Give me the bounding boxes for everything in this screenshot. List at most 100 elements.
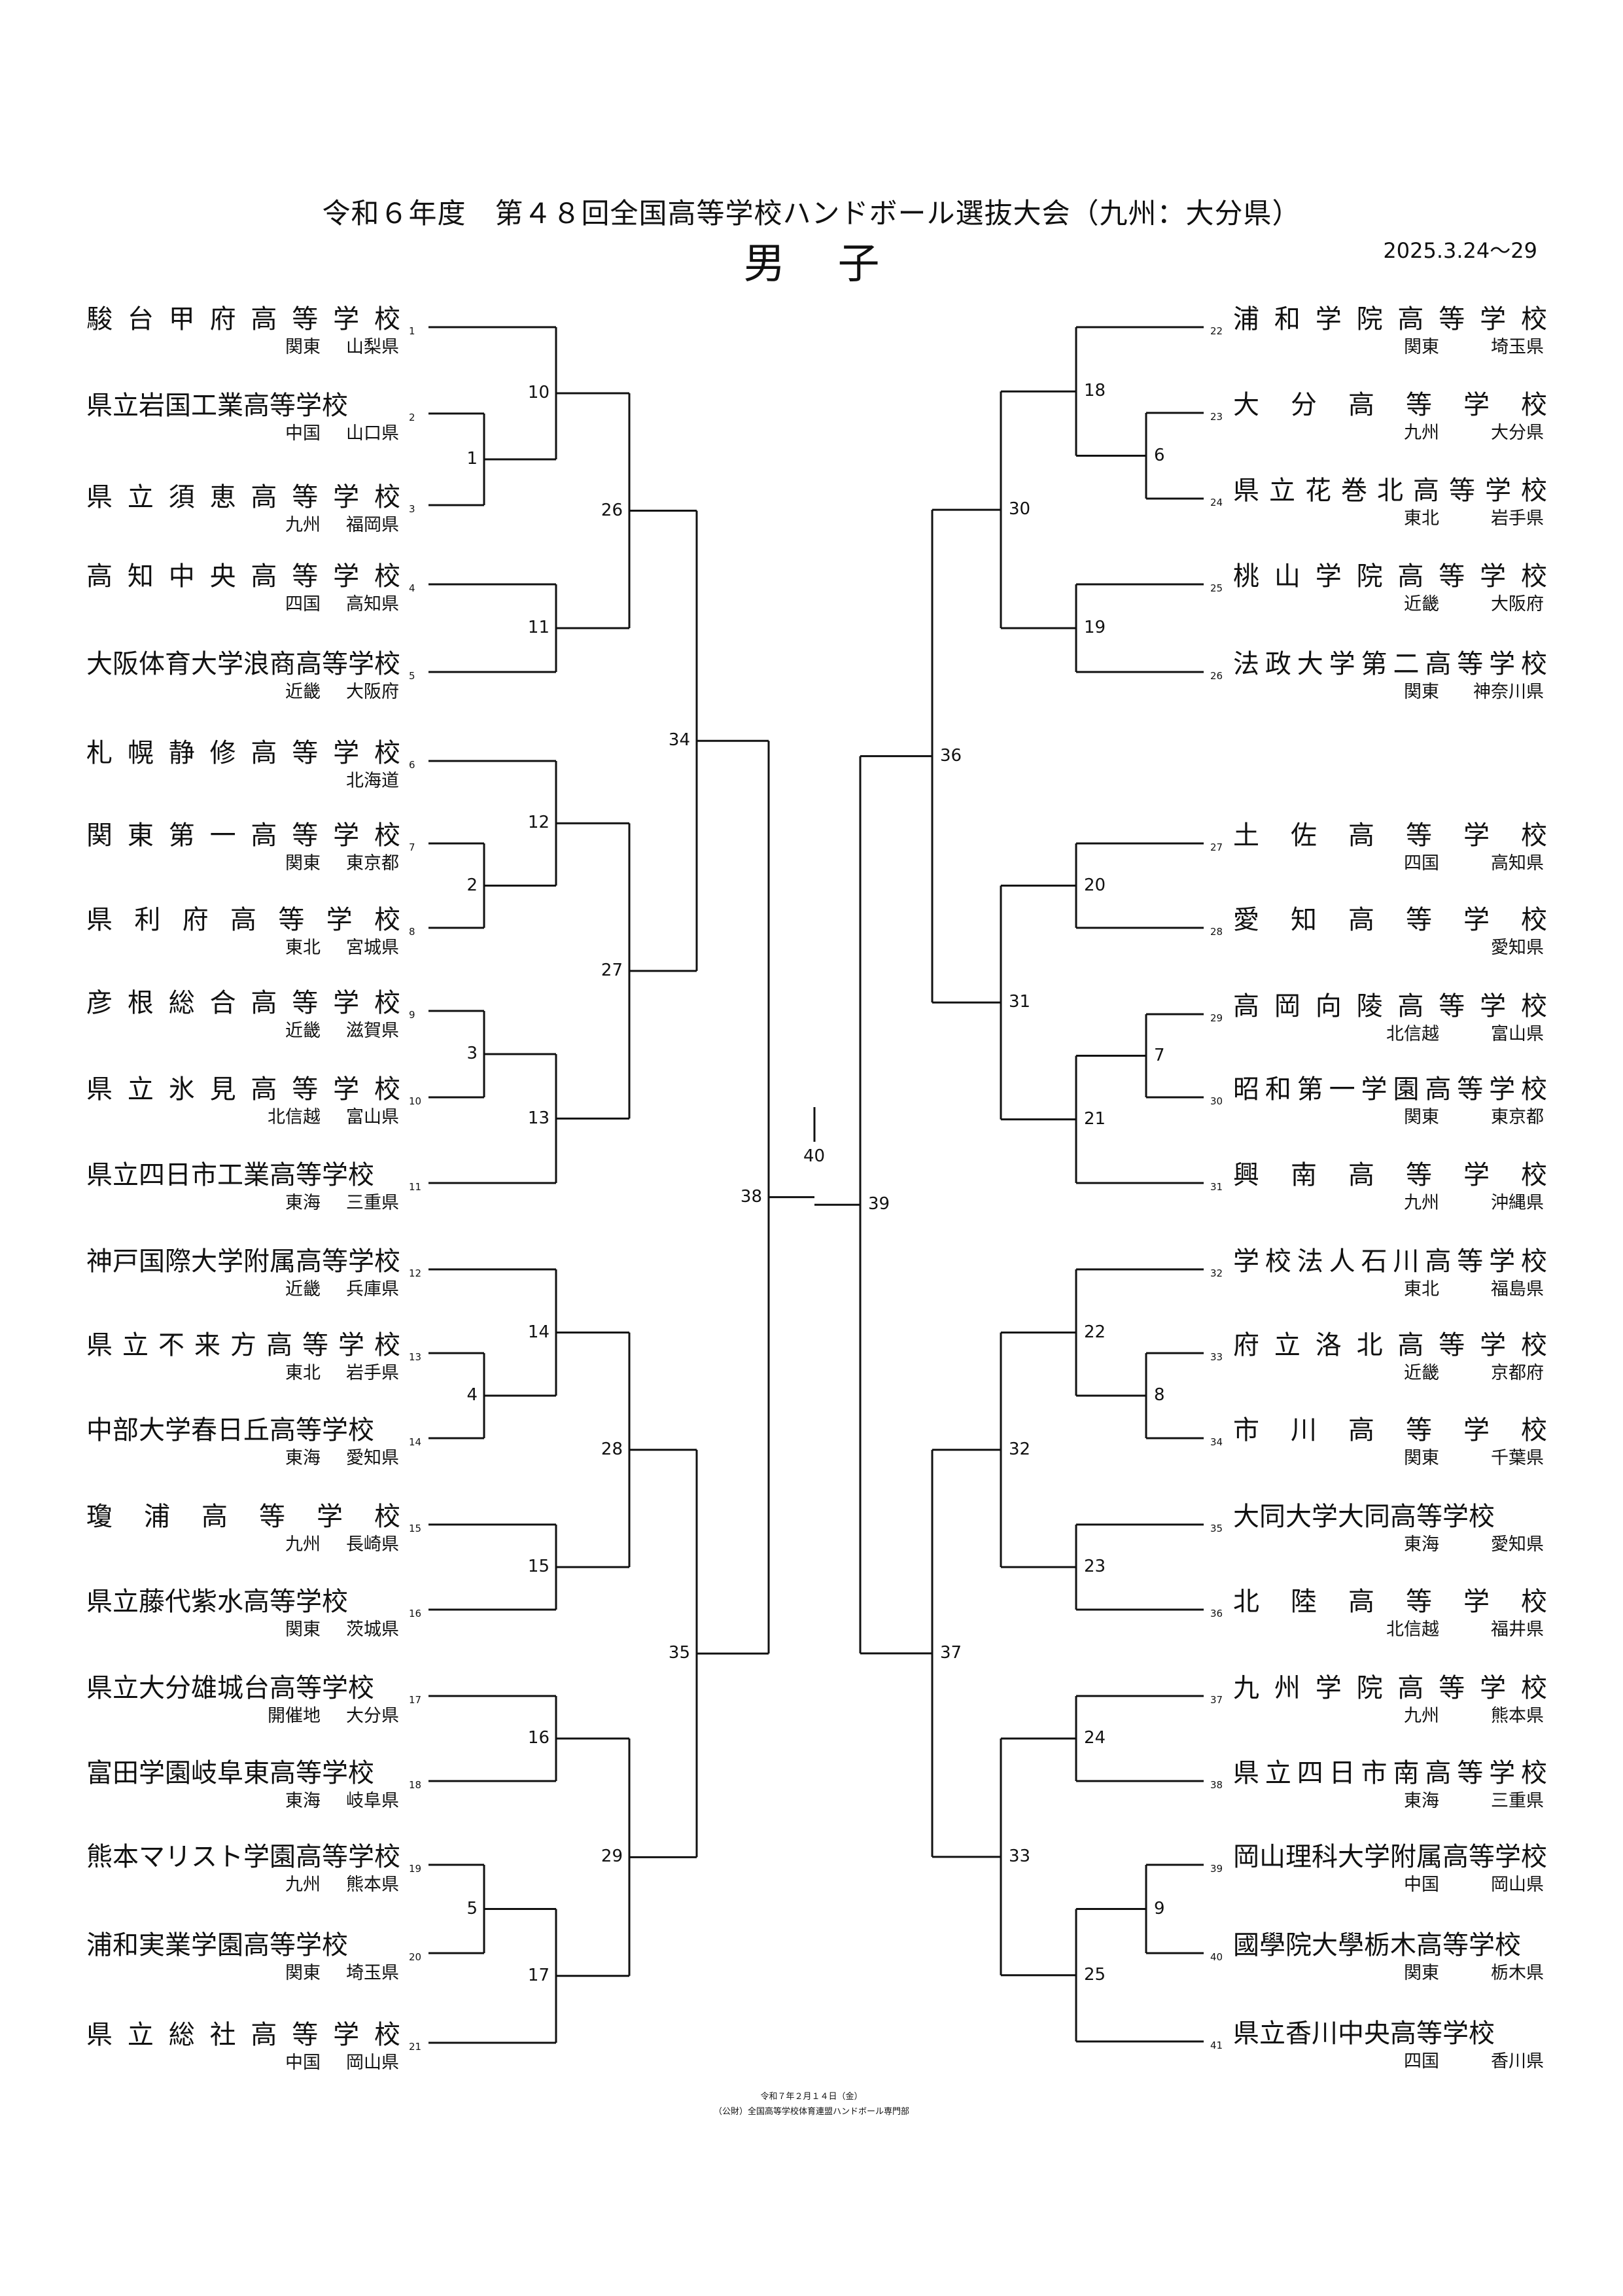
team-seed: 26 xyxy=(1210,670,1223,682)
match-number: 35 xyxy=(668,1643,690,1663)
team-pref: 高知県 xyxy=(1491,853,1544,874)
team-name: 県立香川中央高等学校 xyxy=(1233,2019,1495,2049)
team-pref: 三重県 xyxy=(1491,1791,1544,1811)
team-name: 國學院大學栃木高等学校 xyxy=(1233,1930,1521,1960)
team-pref: 長崎県 xyxy=(346,1534,399,1555)
match-number: 16 xyxy=(527,1728,550,1748)
team-seed: 2 xyxy=(409,412,415,423)
team-block: 関東 xyxy=(1404,337,1439,357)
team-pref: 岡山県 xyxy=(1491,1875,1544,1895)
team-seed: 27 xyxy=(1210,841,1223,853)
tournament-title: 令和６年度 第４８回全国高等学校ハンドボール選抜大会（九州：大分県） xyxy=(322,198,1301,230)
match-number: 4 xyxy=(466,1385,478,1405)
team-seed: 1 xyxy=(409,325,415,337)
team-name: 中部大学春日丘高等学校 xyxy=(86,1415,374,1445)
team-block: 九州 xyxy=(285,1875,321,1895)
team-block: 近畿 xyxy=(285,1021,321,1041)
team-pref: 岩手県 xyxy=(346,1363,399,1383)
team-pref: 千葉県 xyxy=(1491,1448,1544,1468)
team-name: 富田学園岐阜東高等学校 xyxy=(86,1758,374,1788)
team-block: 九州 xyxy=(1404,423,1439,443)
team-pref: 高知県 xyxy=(346,594,399,614)
team-seed: 13 xyxy=(409,1351,422,1363)
team-block: 開催地 xyxy=(268,1706,321,1726)
team-pref: 茨城県 xyxy=(346,1619,399,1640)
match-number: 31 xyxy=(1009,992,1031,1012)
match-number: 9 xyxy=(1154,1898,1165,1918)
team-block: 東海 xyxy=(1404,1534,1439,1555)
team-name: 浦和実業学園高等学校 xyxy=(86,1930,348,1960)
team-name: 県立四日市工業高等学校 xyxy=(86,1160,374,1190)
team-seed: 40 xyxy=(1210,1951,1223,1963)
team-block: 中国 xyxy=(285,423,321,444)
team-seed: 28 xyxy=(1210,926,1223,938)
team-name: 学校法人石川高等学校 xyxy=(1233,1246,1547,1277)
team-name: 昭和第一学園高等学校 xyxy=(1233,1074,1547,1104)
match-number: 15 xyxy=(527,1557,550,1576)
team-name: 県立岩国工業高等学校 xyxy=(86,391,348,421)
team-seed: 4 xyxy=(409,582,415,594)
match-number: 18 xyxy=(1084,381,1106,401)
team-block: 東海 xyxy=(285,1448,321,1468)
team-pref: 愛知県 xyxy=(1491,1534,1544,1555)
match-number: 13 xyxy=(527,1108,550,1128)
team-name: 愛知高等学校 xyxy=(1233,905,1547,935)
team-seed: 34 xyxy=(1210,1436,1223,1448)
team-seed: 22 xyxy=(1210,325,1223,337)
team-pref: 富山県 xyxy=(346,1107,399,1127)
team-block: 関東 xyxy=(1404,1963,1439,1983)
team-pref: 滋賀県 xyxy=(346,1021,399,1041)
team-seed: 39 xyxy=(1210,1863,1223,1875)
team-seed: 3 xyxy=(409,503,415,515)
match-number: 14 xyxy=(527,1322,550,1342)
team-block: 九州 xyxy=(1404,1193,1439,1213)
team-seed: 14 xyxy=(409,1436,422,1448)
team-pref: 愛知県 xyxy=(346,1448,399,1468)
match-number: 37 xyxy=(940,1642,962,1663)
team-pref: 福島県 xyxy=(1491,1279,1544,1299)
team-pref: 埼玉県 xyxy=(1491,337,1544,357)
footer-date: 令和７年２月１４日（金） xyxy=(760,2092,863,2102)
team-name: 県立大分雄城台高等学校 xyxy=(86,1673,374,1703)
team-name: 岡山理科大学附属高等学校 xyxy=(1233,1842,1547,1872)
team-pref: 富山県 xyxy=(1491,1024,1544,1044)
match-number: 23 xyxy=(1084,1557,1106,1576)
match-number: 24 xyxy=(1084,1728,1106,1748)
match-number: 30 xyxy=(1009,499,1031,520)
team-name: 北陸高等学校 xyxy=(1233,1587,1547,1617)
team-pref: 大分県 xyxy=(1491,423,1544,443)
team-seed: 37 xyxy=(1210,1694,1223,1706)
team-seed: 31 xyxy=(1210,1181,1223,1193)
team-name: 大阪体育大学浪商高等学校 xyxy=(86,649,400,679)
team-pref: 兵庫県 xyxy=(346,1279,399,1299)
match-number: 39 xyxy=(868,1194,890,1214)
match-number: 21 xyxy=(1084,1108,1106,1129)
team-seed: 38 xyxy=(1210,1779,1223,1791)
team-pref: 栃木県 xyxy=(1491,1963,1544,1983)
team-name: 県立花巻北高等学校 xyxy=(1233,476,1547,506)
match-number: 5 xyxy=(466,1898,478,1918)
team-block: 関東 xyxy=(285,337,321,357)
team-seed: 30 xyxy=(1210,1095,1223,1107)
team-seed: 23 xyxy=(1210,411,1223,423)
team-block: 東北 xyxy=(285,1363,321,1383)
team-pref: 三重県 xyxy=(346,1193,399,1213)
match-number: 36 xyxy=(940,745,962,766)
team-pref: 熊本県 xyxy=(346,1875,399,1895)
team-name: 県立不来方高等学校 xyxy=(86,1330,400,1360)
team-block: 北信越 xyxy=(1386,1619,1439,1640)
team-name: 神戸国際大学附属高等学校 xyxy=(86,1246,400,1277)
team-pref: 山梨県 xyxy=(346,337,399,357)
match-number: 33 xyxy=(1009,1846,1031,1866)
team-pref: 大分県 xyxy=(346,1706,399,1726)
team-block: 近畿 xyxy=(285,682,321,702)
team-name: 大分高等学校 xyxy=(1233,390,1547,420)
event-dates: 2025.3.24～29 xyxy=(1383,238,1537,263)
team-block: 東海 xyxy=(285,1193,321,1213)
team-name: 市川高等学校 xyxy=(1233,1415,1547,1445)
team-block: 中国 xyxy=(1404,1875,1439,1895)
team-seed: 25 xyxy=(1210,582,1223,594)
final-match-number: 40 xyxy=(803,1146,826,1166)
team-name: 札幌静修高等学校 xyxy=(86,738,400,768)
team-name: 県立藤代紫水高等学校 xyxy=(86,1587,348,1617)
